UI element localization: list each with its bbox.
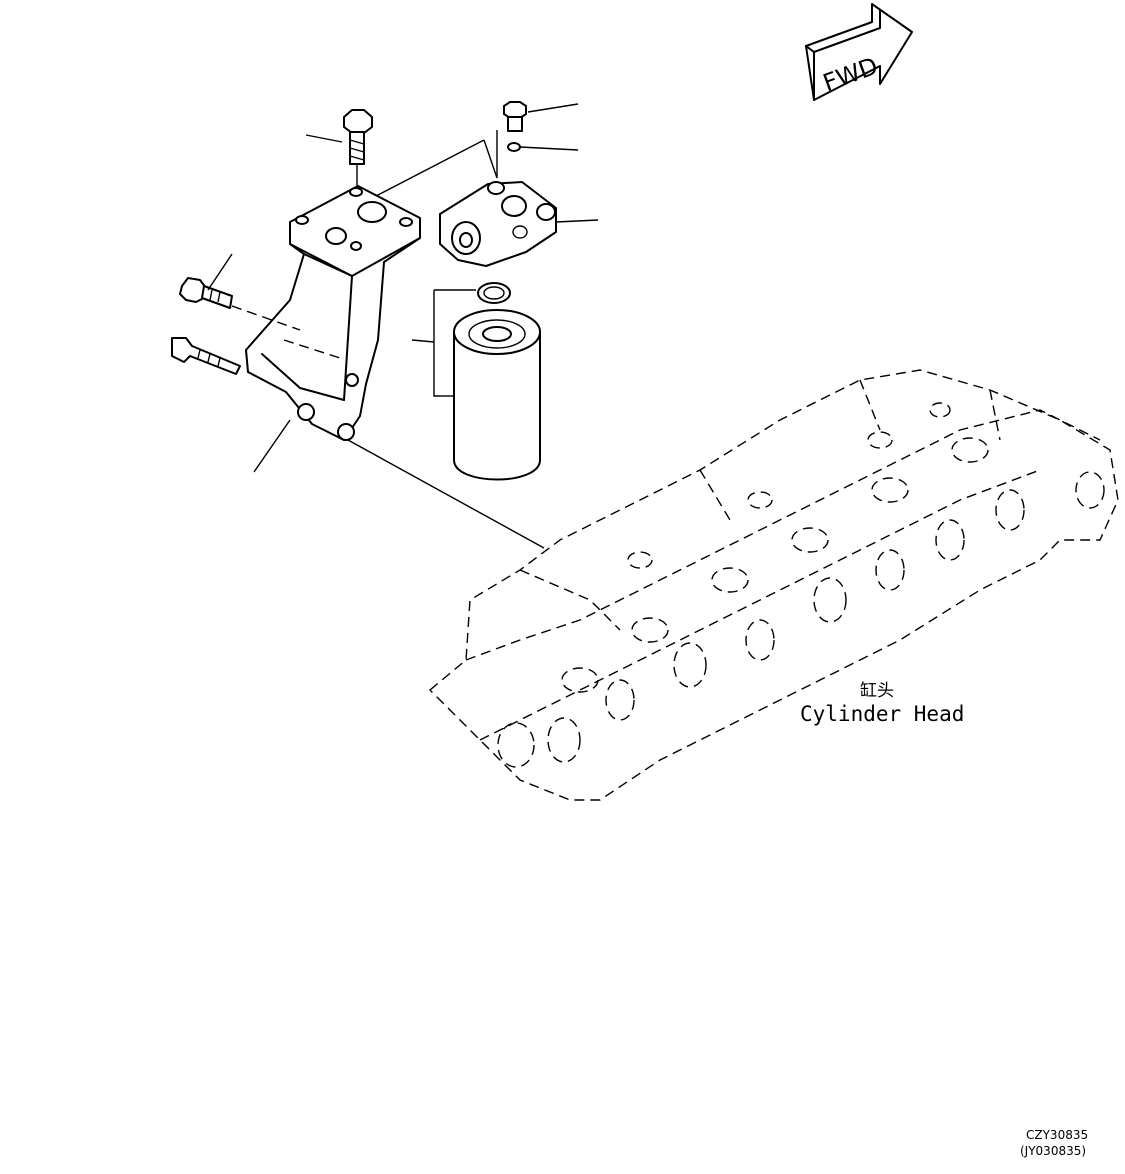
leader-line: [253, 419, 291, 473]
filter-head-bolt: [496, 101, 579, 178]
leader-line: [305, 134, 343, 143]
filter-head: [439, 181, 599, 267]
cylinder-head: [428, 369, 1119, 801]
drawing-code-primary: CZY30835: [1026, 1128, 1088, 1142]
stud-bolt: [171, 337, 241, 375]
o-ring: [507, 142, 521, 152]
drawing-code-secondary: (JY030835): [1020, 1144, 1086, 1158]
bracket-bolt: [179, 253, 301, 331]
cylinder-head-label-cn: 缸头: [860, 680, 894, 701]
oil-filter-cartridge: [411, 282, 541, 481]
fwd-arrow-icon: FWD: [805, 3, 913, 101]
filter-bracket: [245, 139, 498, 473]
cylinder-head-label-en: Cylinder Head: [800, 702, 964, 726]
mounting-bolt-top: [305, 109, 373, 188]
filter-gasket: [477, 282, 511, 304]
